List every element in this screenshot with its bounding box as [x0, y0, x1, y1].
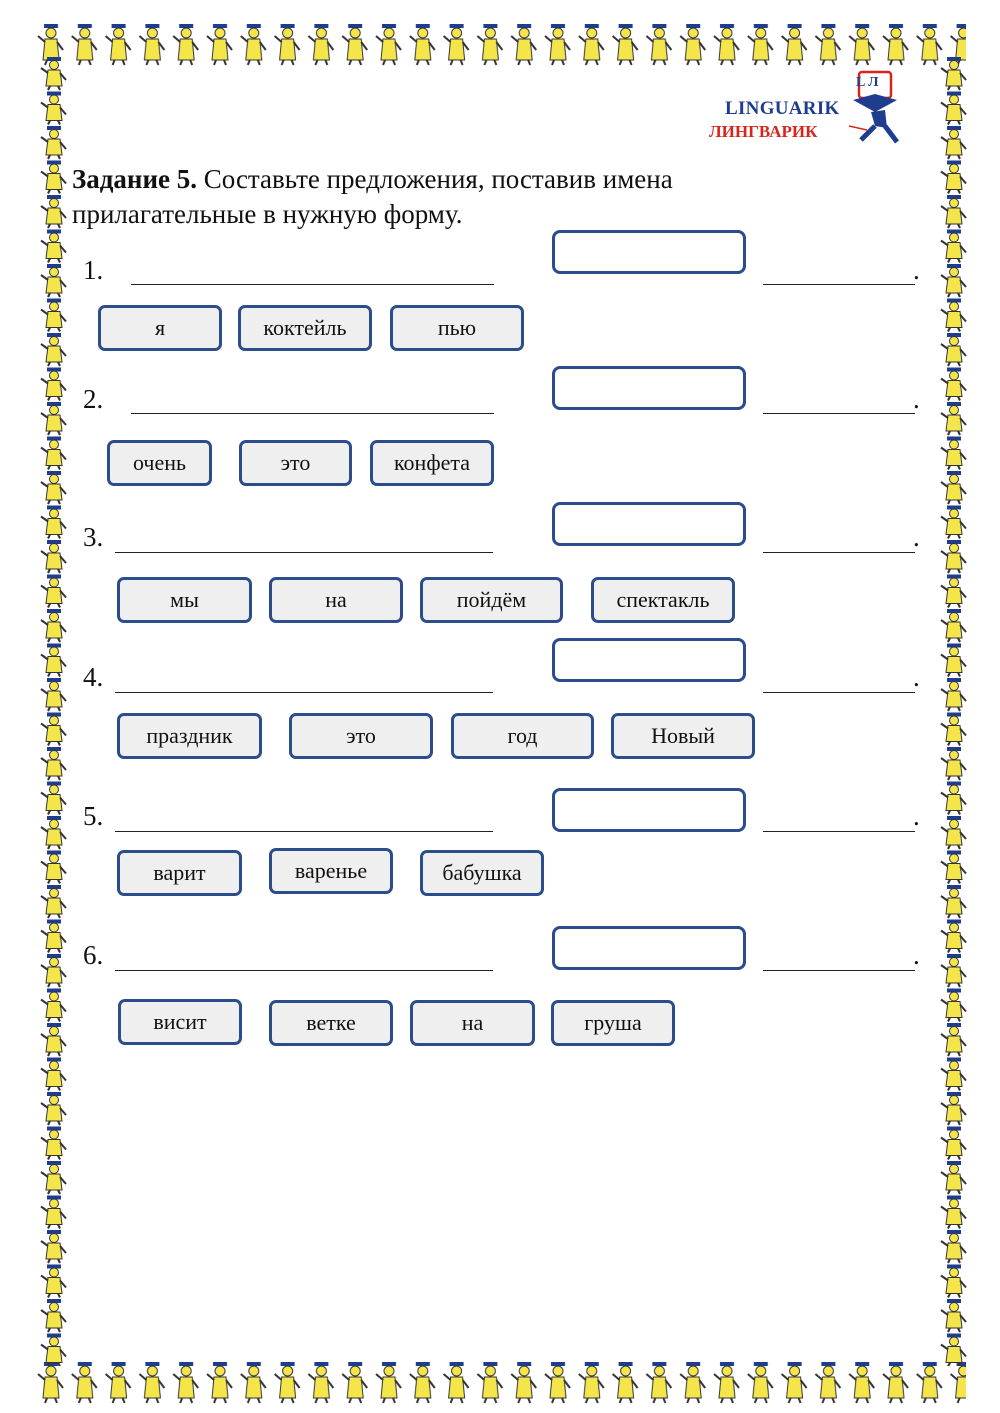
period-1: . — [913, 255, 920, 285]
answer-box-3[interactable] — [552, 502, 746, 546]
period-6: . — [913, 940, 920, 970]
word-chip[interactable]: варенье — [269, 848, 393, 894]
answer-line-end-3[interactable] — [763, 552, 915, 553]
logo-mark-text: L Л — [856, 75, 879, 90]
logo-text-en: LINGUARIK — [725, 98, 840, 119]
word-chip[interactable]: спектакль — [591, 577, 735, 623]
task-text: Составьте предложения, поставив имена пр… — [72, 164, 673, 229]
answer-line-3[interactable] — [115, 552, 493, 553]
word-chip[interactable]: пойдём — [420, 577, 563, 623]
row-number-5: 5. — [83, 801, 104, 831]
answer-line-end-4[interactable] — [763, 692, 915, 693]
word-chip[interactable]: праздник — [117, 713, 262, 759]
word-chip[interactable]: висит — [118, 999, 242, 1045]
word-chip[interactable]: коктейль — [238, 305, 372, 351]
word-chip[interactable]: я — [98, 305, 222, 351]
period-4: . — [913, 662, 920, 692]
word-chip[interactable]: год — [451, 713, 594, 759]
answer-box-6[interactable] — [552, 926, 746, 970]
border-left — [34, 56, 74, 1366]
answer-box-5[interactable] — [552, 788, 746, 832]
border-bottom — [34, 1360, 966, 1404]
answer-line-2[interactable] — [131, 413, 494, 414]
row-number-2: 2. — [83, 384, 104, 414]
word-chip[interactable]: пью — [390, 305, 524, 351]
word-chip[interactable]: на — [269, 577, 403, 623]
row-number-6: 6. — [83, 940, 104, 970]
task-instruction: Задание 5. Составьте предложения, постав… — [72, 162, 772, 232]
answer-line-6[interactable] — [115, 970, 493, 971]
answer-box-2[interactable] — [552, 366, 746, 410]
answer-line-end-5[interactable] — [763, 831, 915, 832]
answer-box-4[interactable] — [552, 638, 746, 682]
word-chip[interactable]: это — [239, 440, 352, 486]
answer-box-1[interactable] — [552, 230, 746, 274]
word-chip[interactable]: на — [410, 1000, 535, 1046]
book-runner-logo-icon — [848, 70, 899, 144]
word-chip[interactable]: конфета — [370, 440, 494, 486]
border-right — [934, 56, 974, 1366]
word-chip[interactable]: бабушка — [420, 850, 544, 896]
row-number-4: 4. — [83, 662, 104, 692]
logo-text-ru: ЛИНГВАРИК — [709, 122, 818, 141]
word-chip[interactable]: ветке — [269, 1000, 393, 1046]
word-chip[interactable]: очень — [107, 440, 212, 486]
linguarik-logo: L Л LINGUARIK ЛИНГВАРИК — [705, 70, 905, 160]
word-chip[interactable]: мы — [117, 577, 252, 623]
row-number-3: 3. — [83, 522, 104, 552]
border-top — [34, 22, 966, 66]
word-chip[interactable]: это — [289, 713, 433, 759]
period-2: . — [913, 384, 920, 414]
answer-line-5[interactable] — [115, 831, 493, 832]
word-chip[interactable]: варит — [117, 850, 242, 896]
answer-line-4[interactable] — [115, 692, 493, 693]
word-chip[interactable]: груша — [551, 1000, 675, 1046]
period-5: . — [913, 801, 920, 831]
answer-line-end-1[interactable] — [763, 284, 915, 285]
task-label: Задание 5. — [72, 164, 198, 194]
word-chip[interactable]: Новый — [611, 713, 755, 759]
period-3: . — [913, 522, 920, 552]
row-number-1: 1. — [83, 255, 104, 285]
answer-line-1[interactable] — [131, 284, 494, 285]
answer-line-end-2[interactable] — [763, 413, 915, 414]
answer-line-end-6[interactable] — [763, 970, 915, 971]
